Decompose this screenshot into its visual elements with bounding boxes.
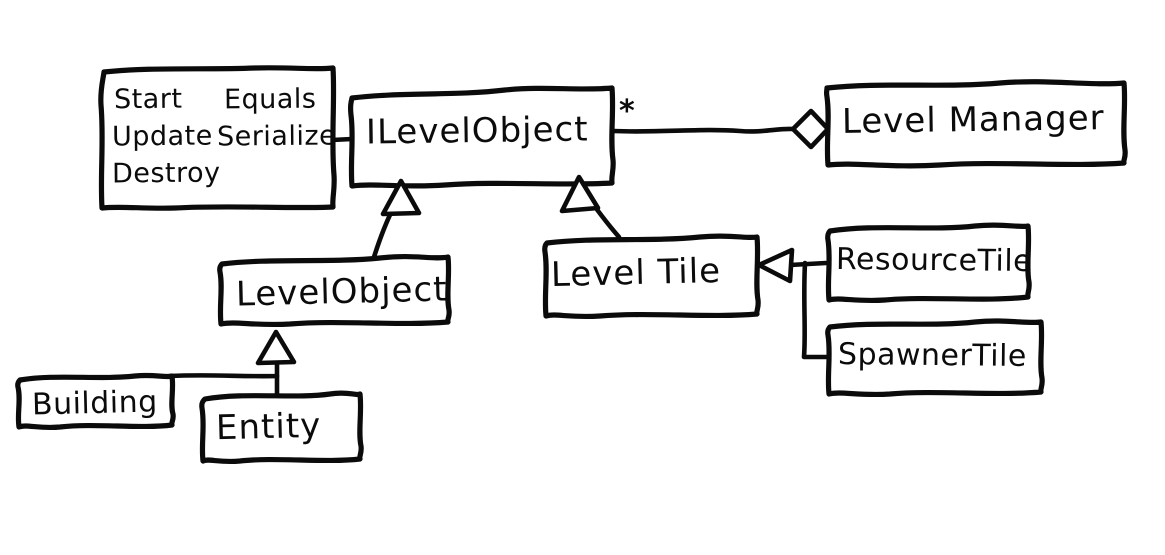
generalization-triangle-leveltile-icon (559, 174, 601, 214)
methods-box (98, 65, 337, 211)
class-box-spawnertile[interactable] (825, 318, 1045, 398)
class-box-building[interactable] (15, 372, 176, 431)
connector-building-to-levelobject (167, 372, 280, 379)
class-box-levelobject[interactable] (217, 254, 452, 328)
class-box-ilevelobject[interactable] (347, 85, 616, 189)
generalization-triangle-entity-icon (255, 329, 297, 366)
class-box-levelmanager[interactable] (823, 79, 1128, 169)
generalization-triangle-levelobject-icon (380, 178, 422, 217)
generalization-triangle-tiles-icon (756, 247, 795, 284)
aggregation-diamond-icon (790, 108, 831, 150)
connector-tiles-to-leveltile (787, 260, 831, 360)
class-box-resourcetile[interactable] (825, 222, 1032, 304)
class-box-leveltile[interactable] (542, 233, 761, 320)
connector-aggregation-levelmanager (610, 126, 796, 134)
class-box-entity[interactable] (199, 390, 364, 465)
